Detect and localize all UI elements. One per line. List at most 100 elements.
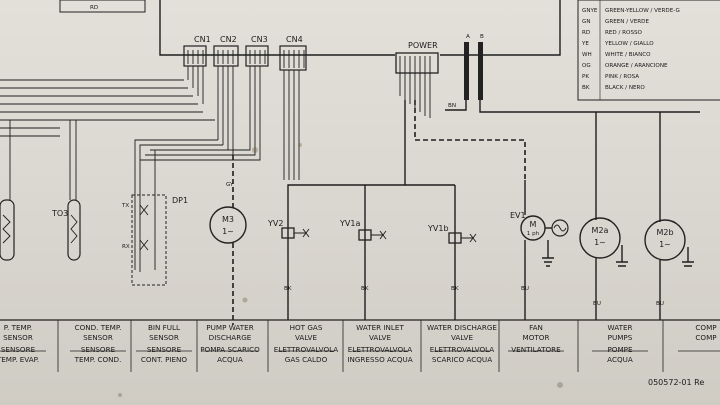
water-pump-m2a: M2a 1~ BU (579, 112, 628, 320)
component-caption: POMPA SCARICO (200, 345, 260, 354)
component-caption: BIN FULL (148, 323, 180, 332)
component-caption: WATER INLET (356, 323, 404, 332)
connector-cn2: CN2 (213, 35, 239, 67)
legend-text: RED / ROSSO (605, 30, 643, 36)
yv1a-label: YV1a (339, 219, 360, 228)
component-caption: ACQUA (607, 355, 633, 364)
component-caption: ELETTROVALVOLA (430, 345, 494, 354)
stains (118, 143, 563, 397)
ev1-label: EV1 (510, 211, 526, 220)
component-caption: PUMPS (608, 333, 633, 342)
legend-code: GN (582, 19, 591, 25)
component-caption: DISCHARGE (209, 333, 252, 342)
cn1-label: CN1 (194, 35, 211, 44)
cn3-label: CN3 (251, 35, 268, 44)
component-caption: INGRESSO ACQUA (347, 355, 412, 364)
rx-label: RX (122, 244, 130, 250)
legend-code: RD (582, 30, 590, 36)
component-caption: ACQUA (217, 355, 243, 364)
m3-gy-code: GY (226, 182, 234, 188)
m2a-label: M2a (592, 226, 609, 235)
cn4-label: CN4 (286, 35, 303, 44)
component-caption: TEMP. EVAP. (0, 355, 39, 364)
sensor-harness (0, 66, 300, 272)
legend-text: PINK / ROSA (605, 74, 639, 80)
legend-code: BK (582, 85, 590, 91)
mains-terminals: A B BN (445, 34, 700, 113)
component-caption: VALVE (451, 333, 474, 342)
component-caption: GAS CALDO (285, 355, 328, 364)
m2a-bu-code: BU (593, 301, 601, 307)
component-caption: SENSORE (147, 345, 182, 354)
legend-code: OG (582, 63, 591, 69)
component-caption: HOT GAS (290, 323, 323, 332)
temp-sensor-to3: TO3 (0, 199, 81, 261)
component-caption: COMP (695, 333, 717, 342)
power-label: POWER (408, 41, 438, 50)
color-legend: GNYE GREEN-YELLOW / VERDE-G GN GREEN / VERD… (577, 0, 720, 101)
connector-cn3: CN3 (245, 35, 269, 67)
hot-gas-valve-yv2: YV2 BK (267, 219, 310, 292)
component-caption: SCARICO ACQUA (432, 355, 492, 364)
neutral-bus (414, 100, 526, 180)
legend-text: GREEN-YELLOW / VERDE-G (605, 8, 680, 14)
legend-code: WH (582, 52, 592, 58)
ev1-bu-code: BU (521, 286, 529, 292)
component-caption: VALVE (369, 333, 392, 342)
water-discharge-valve-yv1b: YV1b BK (427, 224, 477, 292)
valve-bus (287, 100, 456, 320)
component-caption: SENSOR (83, 333, 113, 342)
terminal-a-label: A (466, 34, 470, 40)
component-caption: SENSORE (81, 345, 116, 354)
ev1-sub: 1 ph (527, 231, 540, 237)
m3-ac: 1~ (222, 227, 234, 236)
connector-cn1: CN1 (183, 35, 211, 67)
yv1b-bk-code: BK (451, 286, 459, 292)
legend-text: BLACK / NERO (605, 85, 645, 91)
pump-motor-m3: GY M3 1~ (209, 155, 247, 325)
yv1a-bk-code: BK (361, 286, 369, 292)
legend-rd-box: RD (90, 5, 98, 11)
dp1-label: DP1 (172, 196, 188, 205)
component-caption: P. TEMP. (4, 323, 32, 332)
to3-label: TO3 (51, 209, 68, 218)
component-caption: SENSOR (149, 333, 179, 342)
cn2-label: CN2 (220, 35, 237, 44)
component-caption: VALVE (295, 333, 318, 342)
component-caption: WATER (608, 323, 633, 332)
wire-bn-label: BN (448, 103, 456, 109)
yv2-bk-code: BK (284, 286, 292, 292)
component-caption: PUMP WATER (206, 323, 253, 332)
legend-code: GNYE (582, 8, 598, 14)
legend-text: GREEN / VERDE (605, 19, 649, 25)
legend-text: ORANGE / ARANCIONE (605, 63, 668, 69)
component-caption: COND. TEMP. (75, 323, 122, 332)
m2b-bu-code: BU (656, 301, 664, 307)
connector-cn4: CN4 (279, 35, 307, 71)
legend-text: YELLOW / GIALLO (604, 41, 654, 47)
component-caption: WATER DISCHARGE (427, 323, 497, 332)
m2a-ac: 1~ (594, 238, 606, 247)
component-caption: FAN (529, 323, 543, 332)
controller-board: RD (59, 0, 561, 56)
legend-code: YE (581, 41, 589, 47)
component-caption: COMP (695, 323, 717, 332)
bin-sensor-dp1: DP1 TX RX (121, 194, 188, 286)
tx-label: TX (121, 203, 129, 209)
component-caption: POMPE (607, 345, 633, 354)
m3-label: M3 (222, 215, 234, 224)
legend-code: PK (582, 74, 589, 80)
component-caption: ELETTROVALVOLA (348, 345, 412, 354)
terminal-b-label: B (480, 34, 484, 40)
yv2-label: YV2 (267, 219, 283, 228)
component-caption: TEMP. COND. (74, 355, 122, 364)
power-connector: POWER (395, 41, 439, 118)
m2b-ac: 1~ (659, 240, 671, 249)
component-caption: SENSOR (3, 333, 33, 342)
component-caption: SENSORE (1, 345, 36, 354)
component-caption: ELETTROVALVOLA (274, 345, 338, 354)
yv1b-label: YV1b (427, 224, 449, 233)
